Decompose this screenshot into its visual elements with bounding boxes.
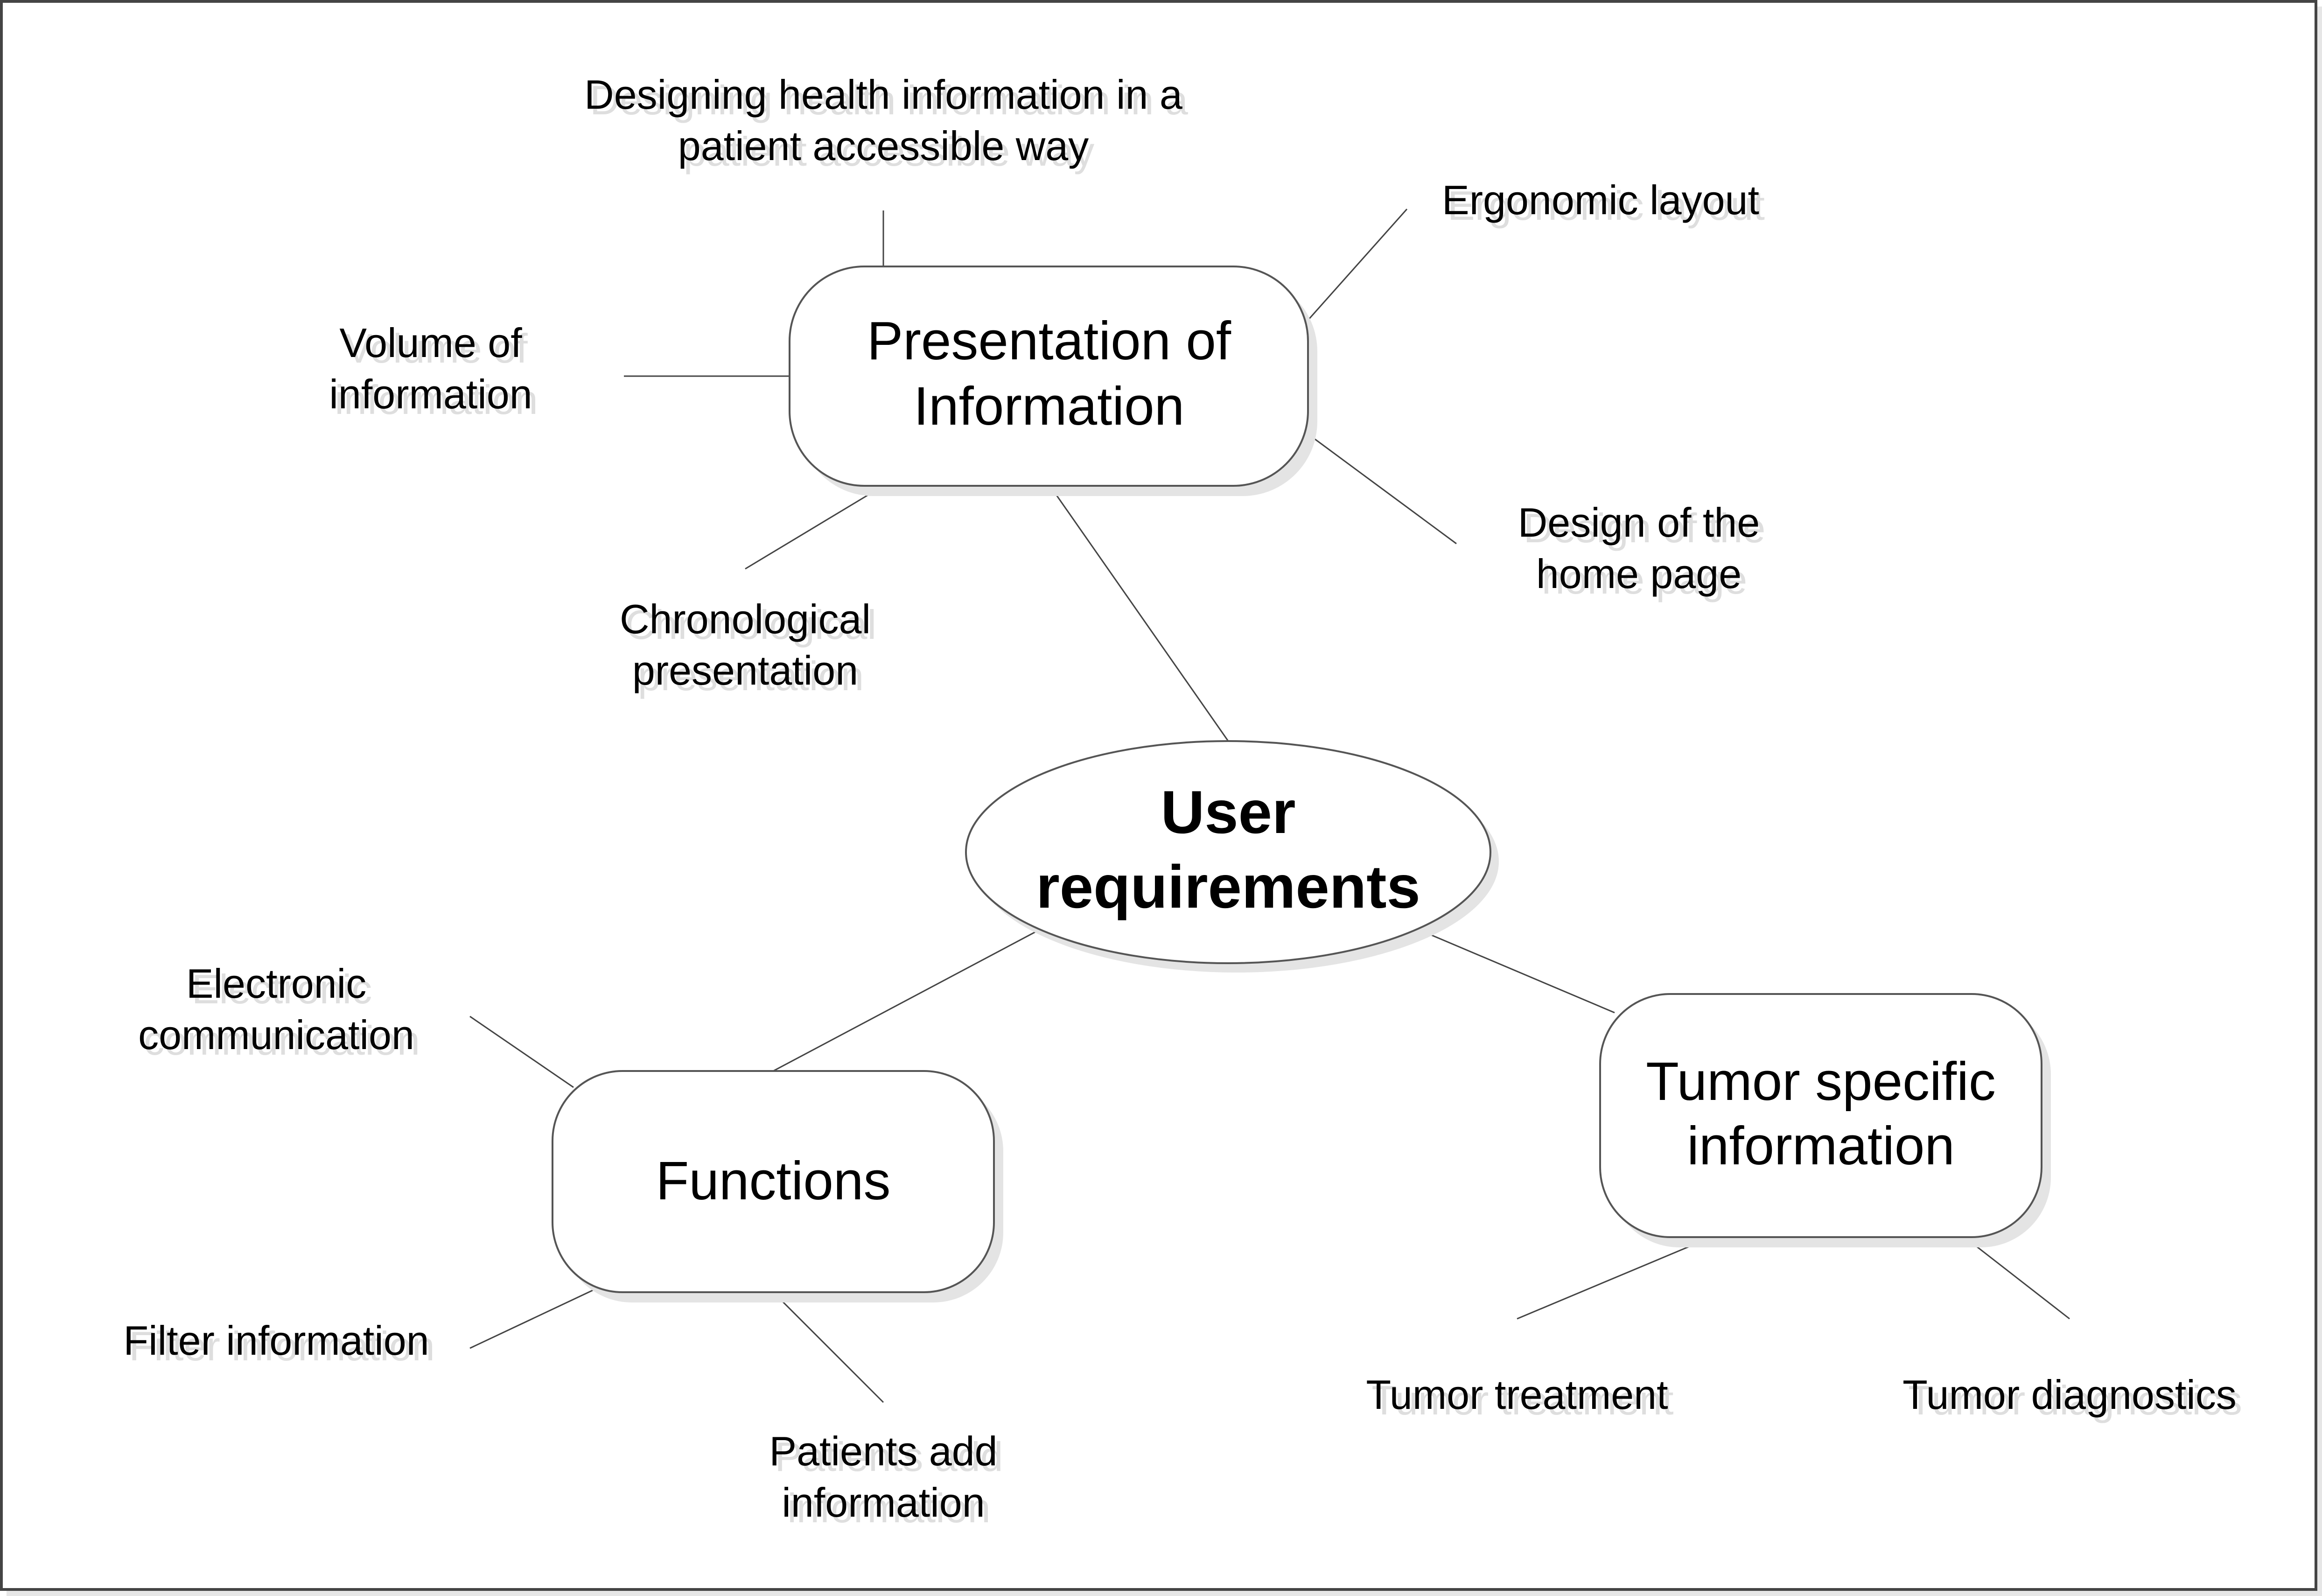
leaf-shadow: Chronological (625, 602, 876, 648)
leaf-label-line-1: Tumor diagnostics (1902, 1372, 2237, 1418)
leaf-shadow: Ergonomic layout (1448, 182, 1765, 229)
leaf-label-line-1: Electronic (186, 960, 366, 1007)
leaf-label-line-1: Volume of (339, 320, 522, 366)
edge-presentation-ergonomic (1307, 209, 1408, 321)
leaf-shadow: information (787, 1485, 990, 1531)
leaf-shadow: Tumor diagnostics (1908, 1377, 2242, 1423)
node-presentation-of-information[interactable]: Presentation of Information (789, 266, 1317, 496)
node-label-line-2: information (1687, 1115, 1955, 1176)
edge-root-presentation (1049, 485, 1229, 742)
leaf-label-line-1: Designing health information in a (584, 71, 1182, 118)
leaf-label-line-1: Patients add (769, 1428, 997, 1474)
leaf-designing-health-information[interactable]: Designing health information in a patien… (584, 71, 1188, 175)
leaf-shadow: Filter information (129, 1323, 434, 1369)
edge-functions-patients (772, 1291, 884, 1403)
edge-presentation-chronological (745, 485, 884, 570)
leaf-tumor-treatment[interactable]: Tumor treatment Tumor treatment (1366, 1372, 1673, 1423)
edge-tumor-treatment (1517, 1236, 1712, 1320)
leaf-shadow: presentation (638, 653, 864, 699)
leaf-tumor-diagnostics[interactable]: Tumor diagnostics Tumor diagnostics (1902, 1372, 2242, 1423)
leaf-label-line-2: communication (138, 1012, 414, 1058)
leaf-label-line-2: patient accessible way (678, 123, 1089, 169)
node-label-line-1: Functions (656, 1150, 891, 1211)
leaf-shadow: Tumor treatment (1371, 1377, 1673, 1423)
leaf-label-line-1: Tumor treatment (1366, 1372, 1668, 1418)
leaf-chronological-presentation[interactable]: Chronological presentation Chronological… (620, 596, 876, 699)
leaf-label-line-1: Design of the (1518, 499, 1760, 546)
leaf-label-line-1: Chronological (620, 596, 871, 642)
leaf-volume-of-information[interactable]: Volume of information Volume of informat… (329, 320, 538, 423)
leaf-shadow: Volume of (345, 325, 528, 371)
node-tumor-specific-information[interactable]: Tumor specific information (1599, 993, 2051, 1247)
leaf-shadow: patient accessible way (684, 128, 1094, 175)
root-ellipse (965, 740, 1491, 964)
leaf-shadow: communication (144, 1017, 420, 1064)
leaf-shadow: home page (1542, 556, 1747, 602)
edge-root-functions (773, 928, 1042, 1072)
node-user-requirements[interactable]: User requirements (965, 740, 1499, 973)
leaf-electronic-communication[interactable]: Electronic communication Electronic comm… (138, 960, 420, 1064)
node-box (789, 266, 1309, 487)
leaf-shadow: Designing health information in a (590, 77, 1188, 123)
node-box (552, 1070, 995, 1293)
node-label-line-1: Presentation of (867, 310, 1231, 371)
edge-root-tumor (1416, 928, 1615, 1014)
leaf-label-line-2: presentation (632, 647, 858, 693)
node-label-line-2: Information (914, 376, 1184, 436)
leaf-shadow: information (335, 377, 538, 423)
node-functions[interactable]: Functions (552, 1070, 1003, 1302)
leaf-shadow: Patients add (775, 1434, 1003, 1480)
leaf-shadow: Design of the (1524, 505, 1766, 551)
leaf-label-line-2: information (329, 371, 532, 417)
leaf-label-line-2: home page (1536, 551, 1742, 597)
node-label-line-1: Tumor specific (1646, 1051, 1996, 1112)
leaf-label-line-2: information (782, 1479, 985, 1526)
node-box (1599, 993, 2042, 1238)
root-label-line-1: User (1161, 778, 1295, 846)
leaf-shadow: Electronic (192, 966, 372, 1012)
edge-presentation-homepage (1308, 433, 1457, 545)
leaf-label-line-1: Filter information (123, 1317, 429, 1364)
leaf-ergonomic-layout[interactable]: Ergonomic layout Ergonomic layout (1442, 177, 1765, 229)
leaf-label-line-1: Ergonomic layout (1442, 177, 1759, 223)
edge-functions-filter (469, 1289, 593, 1349)
leaf-design-of-the-home-page[interactable]: Design of the home page Design of the ho… (1518, 499, 1766, 602)
leaf-patients-add-information[interactable]: Patients add information Patients add in… (769, 1428, 1003, 1531)
leaf-filter-information[interactable]: Filter information Filter information (123, 1317, 434, 1369)
root-label-line-2: requirements (1036, 853, 1420, 921)
edges (469, 209, 2070, 1403)
edge-functions-electronic (469, 1015, 574, 1088)
edge-tumor-diagnostics (1964, 1236, 2070, 1320)
